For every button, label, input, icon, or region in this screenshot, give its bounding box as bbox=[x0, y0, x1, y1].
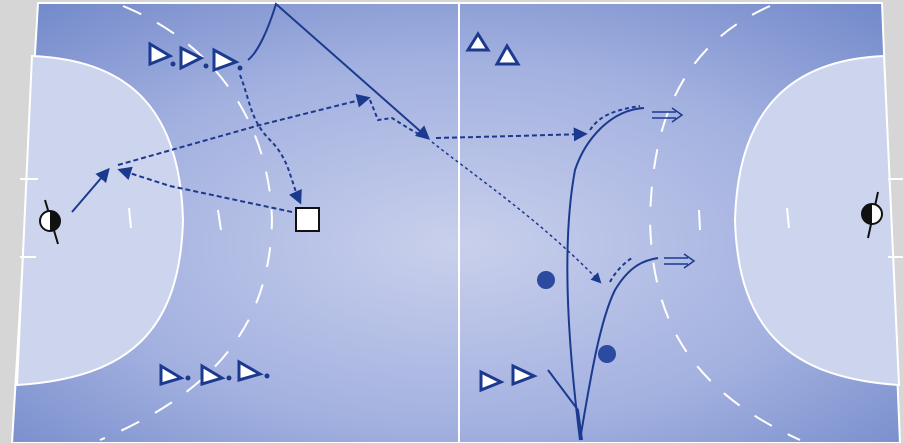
free-throw-line-right bbox=[648, 5, 801, 441]
triangle-player-icon bbox=[212, 47, 243, 73]
circle-player-icon bbox=[537, 271, 555, 289]
pass-line-down-right bbox=[431, 141, 602, 284]
triangle-player-icon bbox=[479, 369, 505, 393]
double-arrow-upper bbox=[652, 111, 676, 119]
attack-players-bottom-left bbox=[159, 359, 270, 387]
half-circle-goalkeeper-icon bbox=[39, 199, 61, 245]
seven-meter-mark-right bbox=[786, 207, 790, 229]
double-arrow-upper-head bbox=[671, 107, 684, 123]
run-line-right-1 bbox=[566, 107, 645, 441]
goalkeeper-line-left bbox=[217, 209, 222, 231]
run-line-diagonal bbox=[247, 2, 431, 140]
attack-players-top-center bbox=[465, 31, 521, 66]
goal-area-right bbox=[733, 54, 901, 387]
run-line-right-3 bbox=[547, 369, 583, 441]
pass-line-across bbox=[435, 127, 588, 142]
free-throw-line-left bbox=[99, 5, 274, 441]
cut-line-center bbox=[369, 99, 423, 137]
double-arrow-lower bbox=[664, 257, 688, 265]
dribble-line-lower bbox=[609, 257, 633, 283]
goal-area-left bbox=[15, 54, 185, 387]
double-arrow-lower-head bbox=[683, 253, 696, 269]
triangle-player-icon bbox=[465, 31, 491, 52]
pass-line-box-to-left bbox=[117, 166, 293, 213]
square-icon bbox=[295, 207, 320, 232]
triangle-player-icon bbox=[511, 363, 538, 387]
circle-player-icon bbox=[598, 345, 616, 363]
half-circle-goalkeeper-icon bbox=[861, 191, 883, 239]
triangle-player-icon bbox=[148, 41, 176, 67]
long-pass-line bbox=[117, 93, 371, 166]
triangle-player-icon bbox=[159, 363, 191, 387]
dribble-line-upper bbox=[589, 105, 641, 131]
seven-meter-mark-left bbox=[128, 207, 132, 229]
goalkeeper-throw-line bbox=[71, 167, 110, 213]
attack-players-top-left bbox=[148, 41, 243, 73]
triangle-player-icon bbox=[179, 45, 209, 71]
attack-players-bottom-center bbox=[479, 363, 538, 393]
pass-line-to-box bbox=[239, 74, 302, 205]
triangle-player-icon bbox=[494, 43, 521, 66]
triangle-player-icon bbox=[237, 359, 270, 382]
run-line-right-2 bbox=[579, 257, 659, 441]
triangle-player-icon bbox=[200, 363, 232, 387]
goalkeeper-line-right bbox=[698, 209, 701, 231]
